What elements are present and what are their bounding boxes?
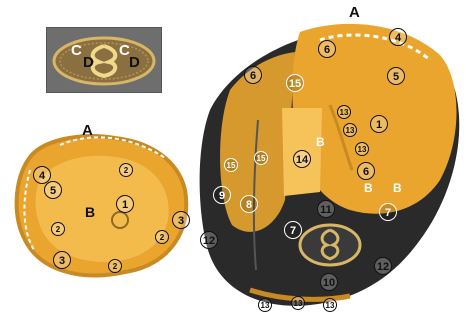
part-number-marker: 7 xyxy=(379,203,397,221)
part-number-marker: 9 xyxy=(213,186,231,204)
part-number-marker: 13 xyxy=(355,142,369,156)
part-number-marker: 11 xyxy=(317,200,335,218)
letter-b-label: B xyxy=(85,204,95,220)
part-number-marker: 15 xyxy=(254,151,268,165)
letter-b-label: B xyxy=(393,181,402,195)
part-number-marker: 10 xyxy=(320,273,338,291)
part-number-marker: 1 xyxy=(116,195,134,213)
part-number-marker: 2 xyxy=(51,222,65,236)
part-number-marker: 6 xyxy=(318,40,336,58)
part-number-marker: 8 xyxy=(240,195,258,213)
part-number-marker: 14 xyxy=(293,150,311,168)
part-number-marker: 13 xyxy=(291,296,305,310)
part-number-marker: 13 xyxy=(258,298,272,312)
letter-a-label: A xyxy=(349,4,360,21)
part-number-marker: 13 xyxy=(337,105,351,119)
part-number-marker: 2 xyxy=(108,259,122,273)
part-number-marker: 15 xyxy=(286,74,304,92)
letter-b-label: B xyxy=(364,181,373,195)
letter-a-label: A xyxy=(82,122,93,139)
part-number-marker: 3 xyxy=(172,211,190,229)
part-number-marker: 5 xyxy=(44,181,62,199)
part-number-marker: 4 xyxy=(389,28,407,46)
part-number-marker: 5 xyxy=(387,67,405,85)
part-number-marker: 13 xyxy=(343,123,357,137)
part-number-marker: 15 xyxy=(224,158,238,172)
part-number-marker: 12 xyxy=(200,231,218,249)
part-number-marker: 13 xyxy=(323,298,337,312)
part-number-marker: 6 xyxy=(244,66,262,84)
part-number-marker: 2 xyxy=(119,163,133,177)
letter-b-label: B xyxy=(316,135,325,149)
part-number-marker: 6 xyxy=(357,162,375,180)
large-mitt-illustration xyxy=(200,24,460,306)
part-number-marker: 3 xyxy=(53,251,71,269)
part-number-marker: 1 xyxy=(370,115,388,133)
part-number-marker: 2 xyxy=(155,230,169,244)
part-number-marker: 7 xyxy=(284,221,302,239)
part-number-marker: 12 xyxy=(374,257,392,275)
small-mitt-illustration xyxy=(17,136,187,275)
